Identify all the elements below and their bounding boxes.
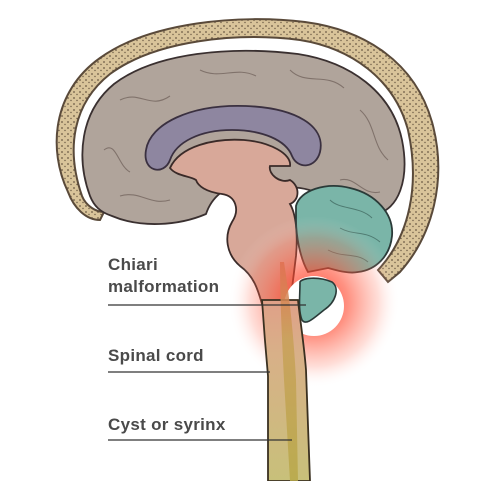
label-chiari-line1: Chiari xyxy=(108,255,158,274)
cerebrum-gyri xyxy=(103,69,389,202)
label-cyst: Cyst or syrinx xyxy=(108,415,226,434)
label-chiari-line2: malformation xyxy=(108,277,219,296)
corpus-callosum xyxy=(144,105,322,171)
label-spinal-cord: Spinal cord xyxy=(108,346,204,365)
skull xyxy=(55,18,440,284)
syrinx-cyst xyxy=(280,262,298,481)
